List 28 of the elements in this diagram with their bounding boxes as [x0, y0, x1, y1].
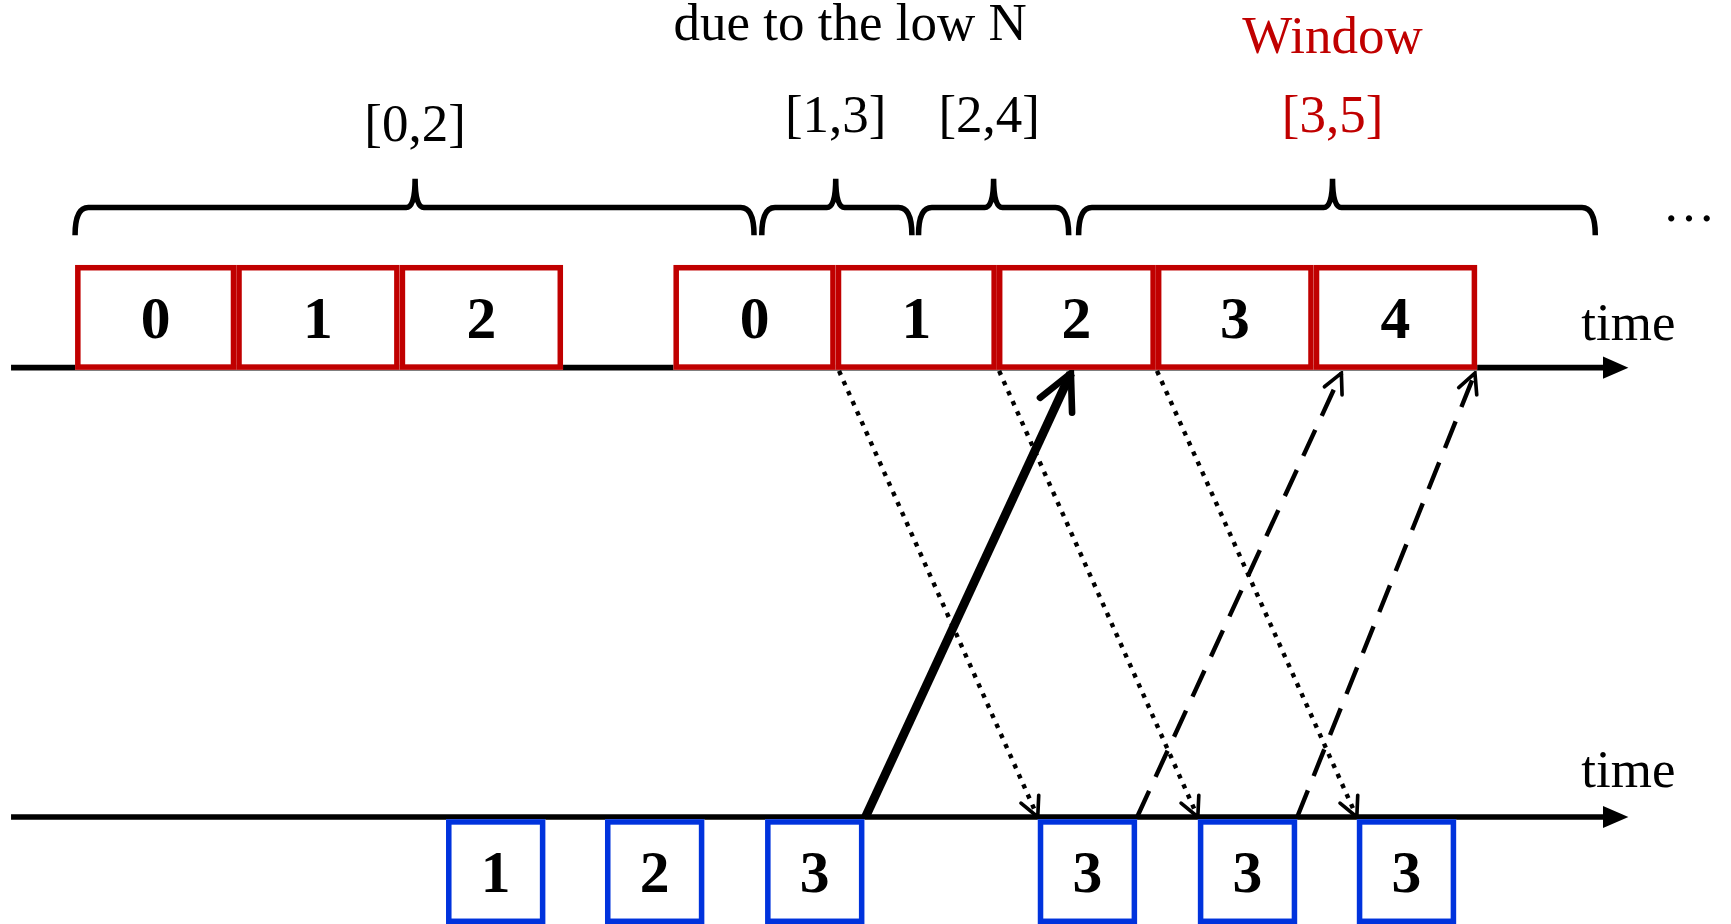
- window-label: Window: [1242, 8, 1423, 62]
- sender-packet-box: 0: [75, 264, 237, 370]
- receiver-packet-box: 2: [605, 819, 705, 924]
- sender-packet-box: 2: [996, 264, 1156, 370]
- range-label: [3,5]: [1281, 88, 1384, 142]
- sender-packet-box: 4: [1313, 264, 1478, 370]
- sender-packet-box: 3: [1155, 264, 1314, 370]
- arrow: [837, 370, 1041, 819]
- receiver-packet-box: 3: [1356, 819, 1457, 924]
- receiver-packet-box: 1: [446, 819, 546, 924]
- receiver-packet-box: 3: [765, 819, 865, 924]
- sender-packet-box: 2: [399, 264, 564, 370]
- arrow: [997, 370, 1201, 819]
- arrow: [1295, 371, 1479, 818]
- range-label: [1,3]: [784, 88, 887, 142]
- range-label: [2,4]: [938, 88, 1040, 142]
- axis-label: time: [1581, 743, 1676, 796]
- receiver-packet-box: 3: [1037, 819, 1138, 924]
- sender-packet-box: 1: [236, 264, 400, 370]
- range-label: [0,2]: [364, 97, 466, 151]
- arrow: [1154, 370, 1360, 819]
- arrow: [1135, 371, 1344, 818]
- sender-packet-box: 1: [835, 264, 997, 370]
- receiver-packet-box: 3: [1197, 819, 1298, 924]
- ellipsis: …: [1662, 176, 1716, 230]
- annotation-text: due to the low N: [673, 0, 1027, 49]
- sender-packet-box: 0: [673, 264, 836, 370]
- axis-label: time: [1581, 295, 1676, 349]
